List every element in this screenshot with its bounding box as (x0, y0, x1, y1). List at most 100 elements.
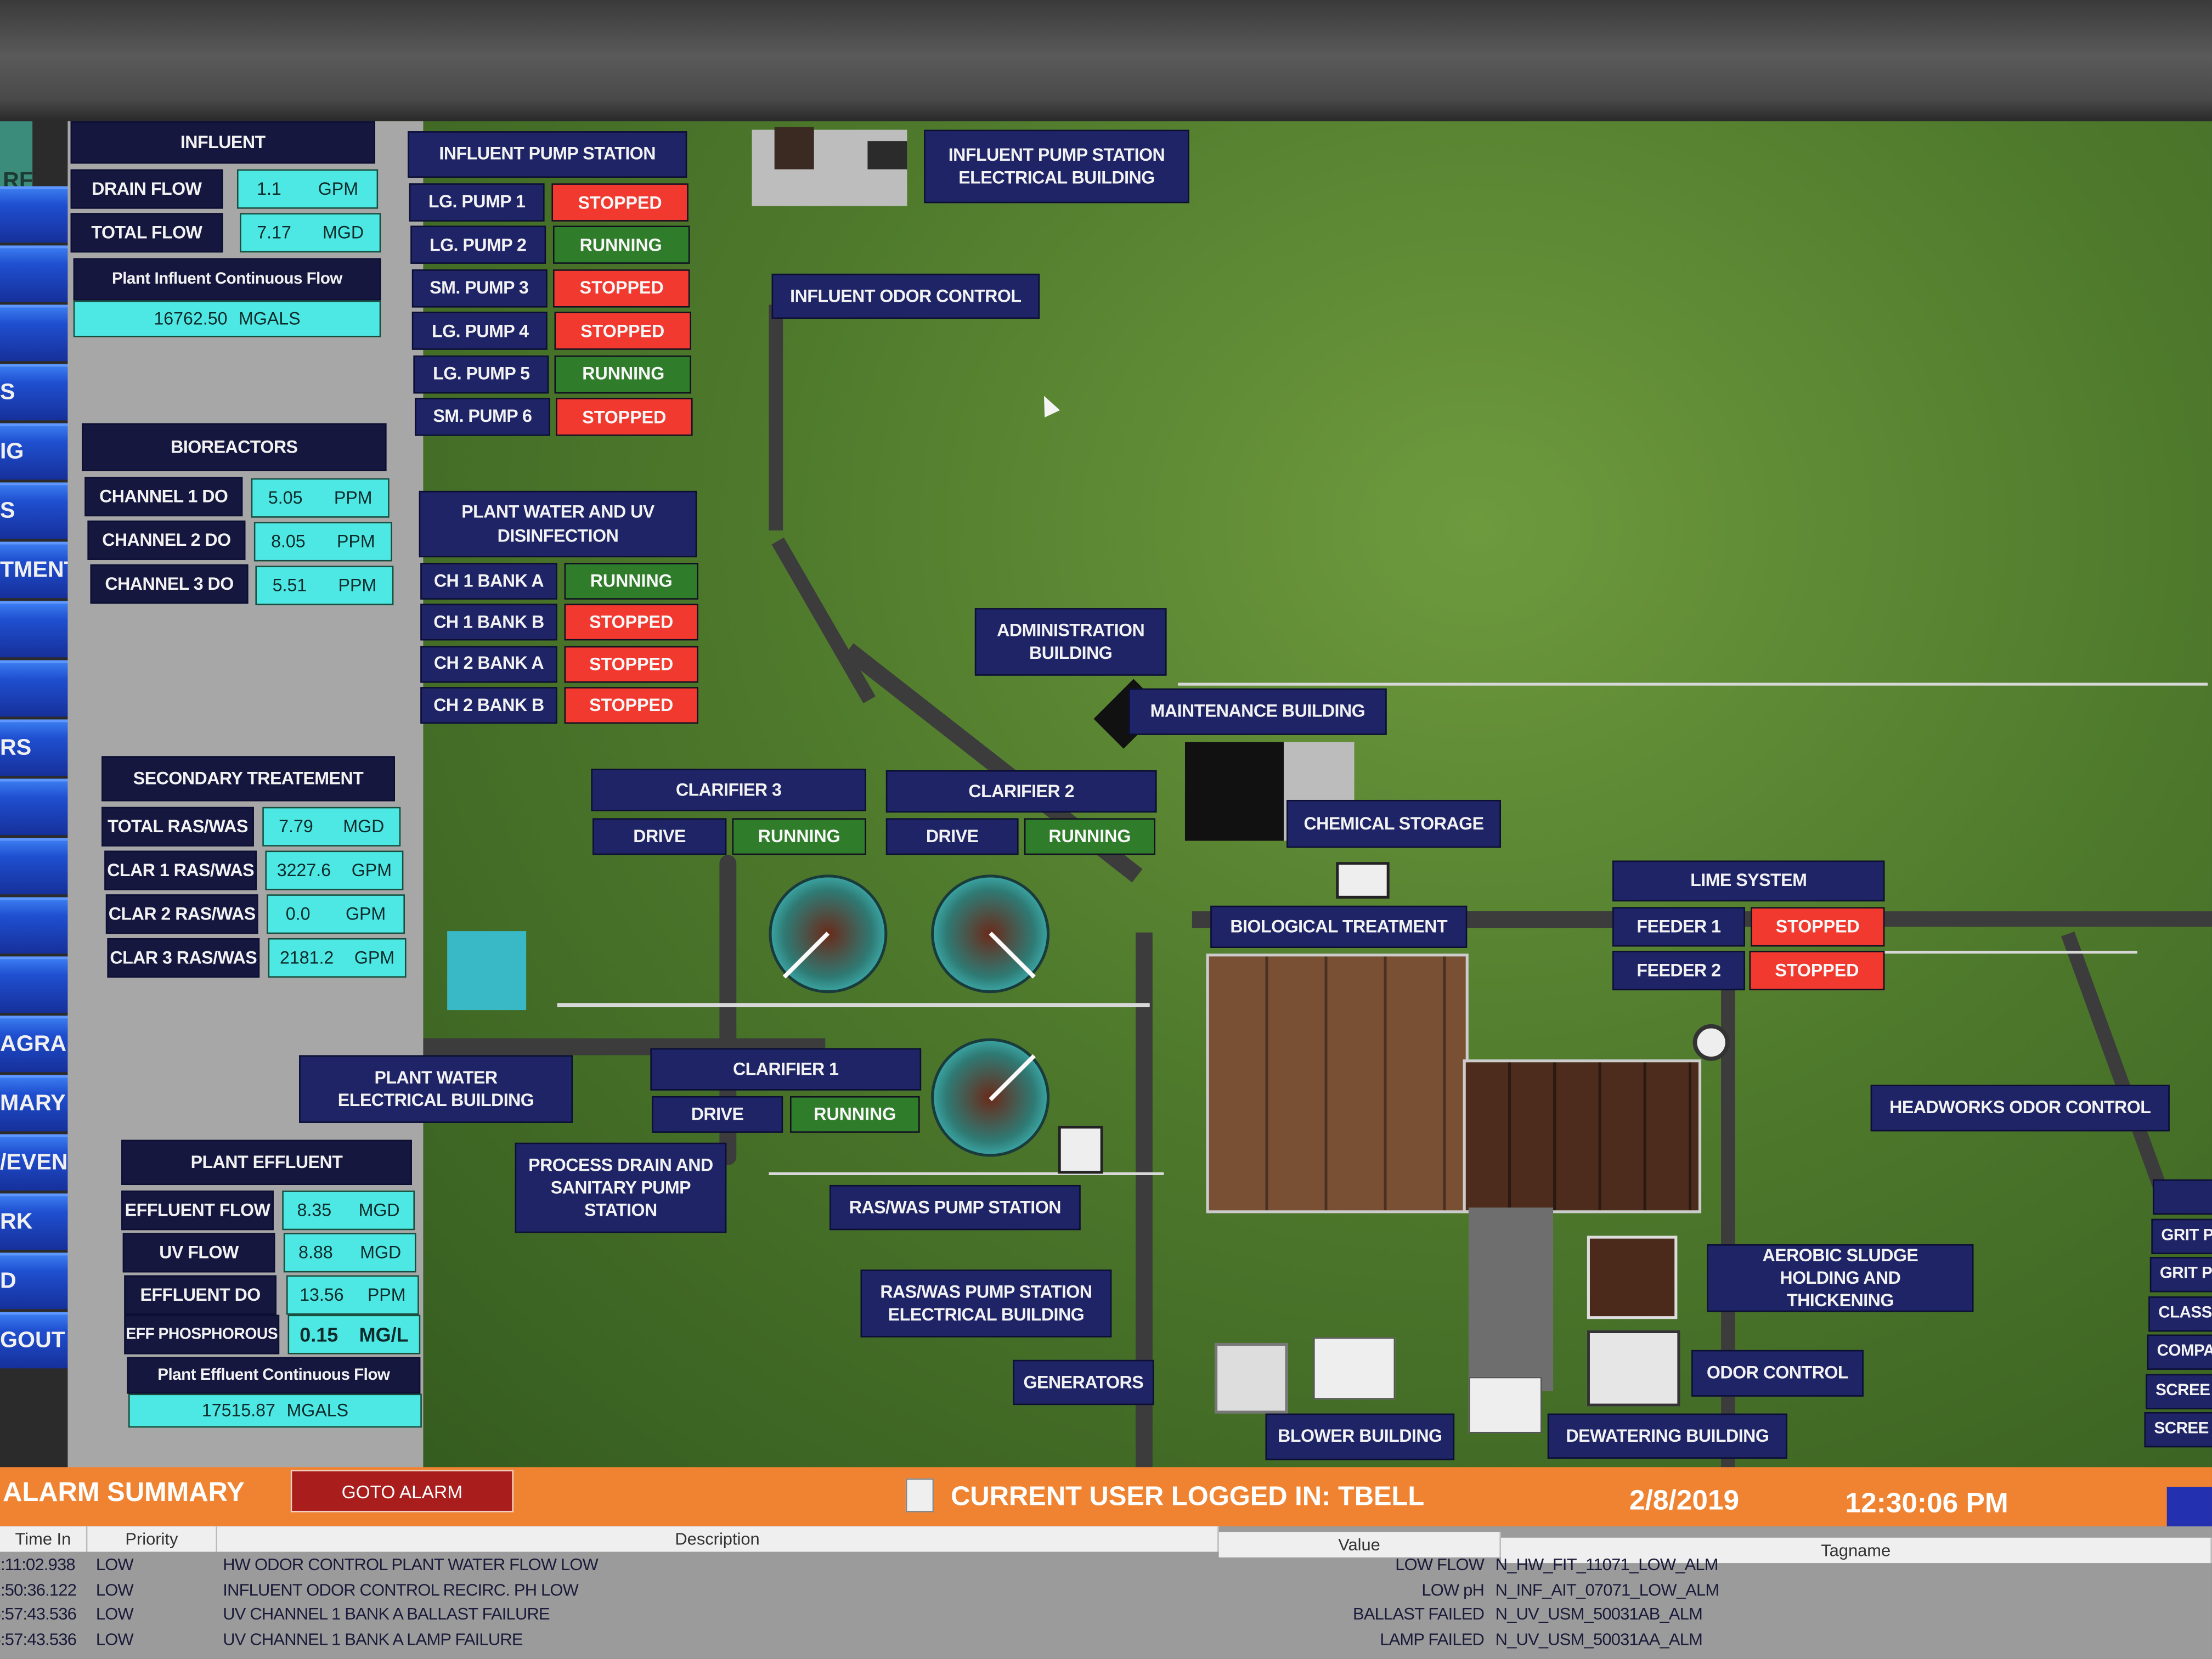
ras-was-pump-unit (1058, 1125, 1103, 1174)
gravel-area (1468, 1207, 1554, 1391)
col-value[interactable]: Value (1218, 1532, 1501, 1558)
value-number: 0.0 (285, 904, 311, 924)
influent-odor-control-label[interactable]: INFLUENT ODOR CONTROL (771, 273, 1040, 319)
aerobic-sludge-label[interactable]: AEROBIC SLUDGE HOLDING AND THICKENING (1707, 1244, 1974, 1312)
uv-bank-status[interactable]: STOPPED (564, 686, 698, 724)
pump-status[interactable]: RUNNING (552, 226, 690, 264)
right-nav-item[interactable] (2152, 1179, 2212, 1215)
influent-title: INFLUENT (70, 121, 375, 164)
pipe (769, 1172, 1164, 1175)
biological-treatment-label[interactable]: BIOLOGICAL TREATMENT (1210, 905, 1468, 948)
value-unit: MG/L (359, 1323, 409, 1346)
clarifier-arm (989, 1054, 1036, 1102)
nav-item[interactable] (0, 245, 78, 302)
right-corner-button[interactable] (2166, 1487, 2212, 1530)
dewatering-building-label[interactable]: DEWATERING BUILDING (1547, 1413, 1787, 1459)
nav-item-label: TMENT (0, 558, 78, 583)
value-unit: GPM (354, 947, 395, 968)
process-drain-label[interactable]: PROCESS DRAIN AND SANITARY PUMP STATION (515, 1142, 727, 1233)
alarm-description: UV CHANNEL 1 BANK A BALLAST FAILURE (223, 1604, 550, 1624)
alarm-description: INFLUENT ODOR CONTROL RECIRC. PH LOW (223, 1579, 578, 1599)
uv-bank-status[interactable]: RUNNING (564, 562, 698, 600)
value-number: 8.35 (297, 1200, 332, 1221)
ips-electrical-building-label[interactable]: INFLUENT PUMP STATION ELECTRICAL BUILDIN… (924, 129, 1189, 204)
value-number: 16762.50 (154, 309, 228, 329)
clarifier-2-status[interactable]: RUNNING (1024, 818, 1155, 855)
pump-status[interactable]: STOPPED (556, 398, 693, 436)
alarm-table: Time In Priority Description Value Tagna… (0, 1526, 2212, 1659)
effluent-flow-label: EFFLUENT FLOW (121, 1190, 274, 1231)
value-number: 1.1 (257, 179, 281, 199)
pump-status[interactable]: STOPPED (551, 183, 689, 222)
chemical-storage-building (1184, 742, 1284, 841)
eff-phosphorous-value: 0.15 MG/L (287, 1314, 421, 1355)
right-nav-item[interactable]: COMPA (2147, 1334, 2212, 1370)
ras-was-electrical-label[interactable]: RAS/WAS PUMP STATION ELECTRICAL BUILDING (860, 1269, 1112, 1338)
user-checkbox[interactable] (905, 1478, 934, 1513)
road (2061, 931, 2171, 1202)
road (1135, 932, 1153, 1539)
value-unit: GPM (351, 860, 392, 881)
effluent-title: PLANT EFFLUENT (121, 1139, 412, 1185)
alarm-tag: N_INF_AIT_07071_LOW_ALM (1495, 1579, 1719, 1599)
ras-was-pump-station-label[interactable]: RAS/WAS PUMP STATION (829, 1184, 1081, 1231)
plant-water-electrical-label[interactable]: PLANT WATER ELECTRICAL BUILDING (299, 1055, 573, 1123)
uv-bank-status[interactable]: STOPPED (564, 604, 698, 641)
value-number: 8.05 (271, 532, 306, 552)
right-nav-item[interactable]: GRIT P (2151, 1218, 2212, 1254)
nav-item[interactable] (0, 304, 81, 362)
drain-flow-label: DRAIN FLOW (70, 169, 223, 209)
right-nav-item[interactable]: CLASS (2148, 1295, 2212, 1331)
value-unit: MGALS (286, 1401, 349, 1421)
alarm-value: LOW pH (1421, 1579, 1485, 1599)
pump-station-building (774, 127, 814, 170)
generators-label[interactable]: GENERATORS (1013, 1359, 1154, 1406)
col-description[interactable]: Description (217, 1526, 1219, 1552)
headworks-odor-control-label[interactable]: HEADWORKS ODOR CONTROL (1870, 1085, 2170, 1132)
clarifier-2-tank (931, 874, 1050, 994)
goto-alarm-button[interactable]: GOTO ALARM (290, 1470, 514, 1513)
odor-control-unit (1587, 1330, 1680, 1407)
maintenance-building-label[interactable]: MAINTENANCE BUILDING (1128, 688, 1387, 735)
value-number: 2181.2 (279, 947, 334, 968)
col-time-in[interactable]: Time In (0, 1526, 88, 1552)
current-date: 2/8/2019 (1629, 1485, 1740, 1516)
col-tagname[interactable]: Tagname (1500, 1537, 2212, 1564)
nav-item-label: S (0, 499, 15, 523)
chemical-storage-label[interactable]: CHEMICAL STORAGE (1286, 799, 1501, 848)
nav-item[interactable] (0, 186, 76, 243)
blower-building-label[interactable]: BLOWER BUILDING (1265, 1413, 1455, 1460)
uv-bank-status[interactable]: STOPPED (564, 645, 698, 682)
value-unit: PPM (338, 575, 377, 596)
effluent-do-label: EFFLUENT DO (124, 1275, 276, 1315)
right-nav-item[interactable]: SCREE (2146, 1373, 2212, 1409)
clarifier-3-title: CLARIFIER 3 (591, 769, 866, 811)
pump-status[interactable]: RUNNING (555, 354, 692, 393)
feeder-2-status[interactable]: STOPPED (1749, 951, 1885, 991)
right-nav-item[interactable]: GRIT P (2149, 1257, 2212, 1293)
clarifier-3-status[interactable]: RUNNING (732, 818, 866, 855)
right-nav-item[interactable]: SCREE (2144, 1412, 2212, 1448)
secondary-title: SECONDARY TREATEMENT (101, 756, 395, 802)
value-number: 5.05 (268, 488, 303, 508)
clarifier-3-drive-label: DRIVE (592, 818, 727, 855)
feeder-1-status[interactable]: STOPPED (1751, 907, 1885, 947)
col-priority[interactable]: Priority (87, 1526, 217, 1552)
clarifier-1-status[interactable]: RUNNING (789, 1096, 920, 1133)
sludge-holding-tanks (1587, 1235, 1678, 1319)
pump-status[interactable]: STOPPED (554, 312, 691, 351)
value-number: 0.15 (300, 1323, 338, 1346)
pump-status[interactable]: STOPPED (553, 269, 690, 308)
administration-building-label[interactable]: ADMINISTRATION BUILDING (974, 608, 1167, 676)
odor-control-label[interactable]: ODOR CONTROL (1691, 1350, 1864, 1397)
feeder-1-label: FEEDER 1 (1612, 907, 1745, 947)
pump-label: SM. PUMP 6 (414, 398, 550, 436)
